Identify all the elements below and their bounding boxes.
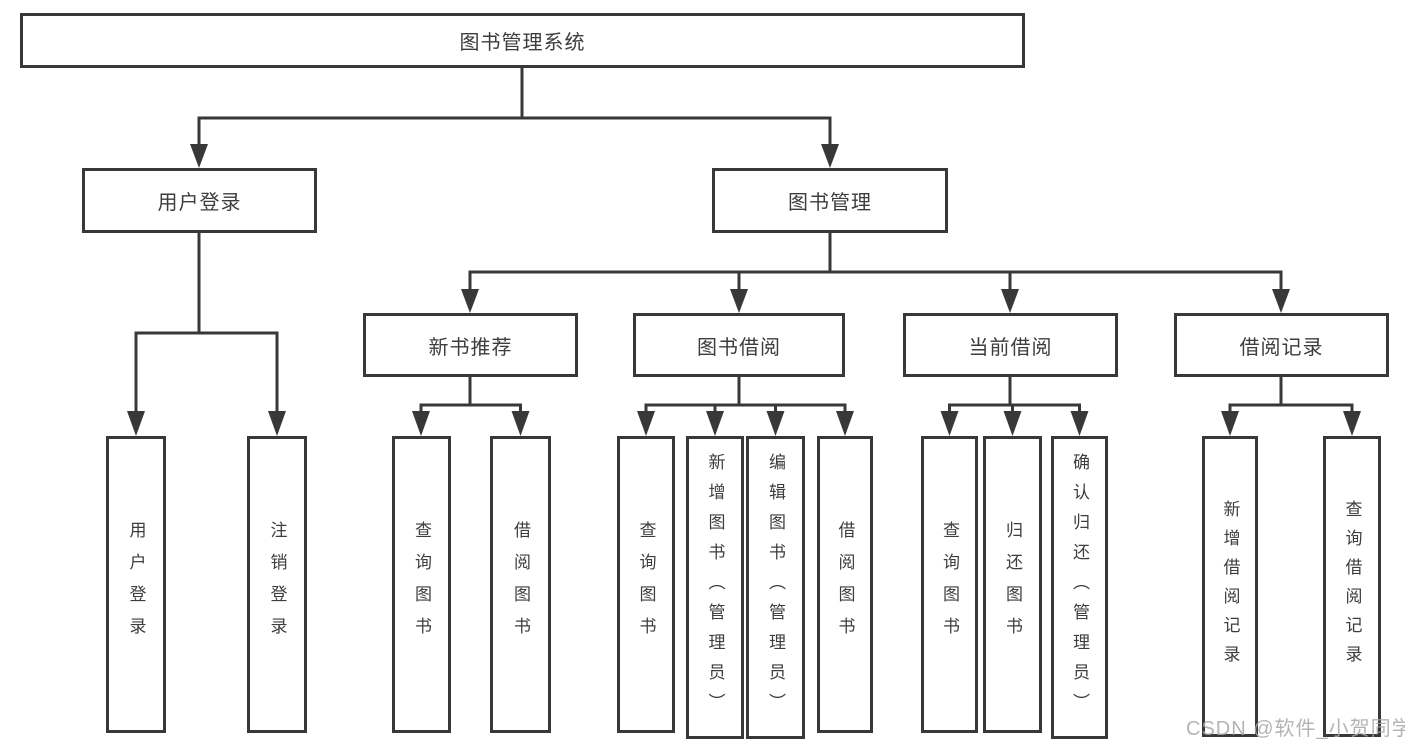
node-label: 查询图书 [636,520,656,649]
node-label: 用户登录 [157,192,242,214]
leaf-return-books: 归还图书 [983,436,1042,733]
node-label: 注销登录 [267,520,287,649]
node-label: 新增图书（管理员） [705,452,725,723]
node-label: 查询借阅记录 [1342,499,1362,674]
leaf-edit-books-admin: 编辑图书（管理员） [746,436,805,739]
leaf-add-books-admin: 新增图书（管理员） [686,436,744,739]
node-label: 当前借阅 [968,336,1053,359]
node-label: 借阅图书 [835,520,855,649]
node-library-management-system: 图书管理系统 [20,13,1025,68]
leaf-borrow-books-recommend: 借阅图书 [490,436,551,733]
node-label: 查询图书 [412,520,431,649]
leaf-add-borrow-record: 新增借阅记录 [1202,436,1258,737]
node-label: 确认归还（管理员） [1070,452,1089,723]
node-user-login: 用户登录 [82,168,317,233]
leaf-logout: 注销登录 [247,436,307,733]
node-label: 图书管理 [788,192,872,214]
leaf-confirm-return-admin: 确认归还（管理员） [1051,436,1108,739]
leaf-query-books-current: 查询图书 [921,436,978,733]
node-borrowing-records: 借阅记录 [1174,313,1389,377]
node-label: 编辑图书（管理员） [766,452,785,723]
leaf-query-borrow-record: 查询借阅记录 [1323,436,1381,737]
node-label: 图书管理系统 [459,32,586,54]
leaf-user-login: 用户登录 [106,436,166,733]
node-label: 借阅图书 [511,520,530,649]
node-new-book-recommendation: 新书推荐 [363,313,578,377]
node-label: 新增借阅记录 [1220,499,1240,674]
node-book-borrowing: 图书借阅 [633,313,845,377]
node-book-management: 图书管理 [712,168,948,233]
node-label: 用户登录 [126,520,146,649]
node-label: 归还图书 [1003,520,1022,649]
node-label: 图书借阅 [697,336,781,359]
node-label: 借阅记录 [1239,336,1324,359]
leaf-borrow-books-borrowing: 借阅图书 [817,436,873,733]
leaf-query-books-borrowing: 查询图书 [617,436,675,733]
node-label: 新书推荐 [428,336,513,359]
node-label: 查询图书 [940,520,959,649]
node-current-borrowing: 当前借阅 [903,313,1118,377]
leaf-query-books-recommend: 查询图书 [392,436,451,733]
